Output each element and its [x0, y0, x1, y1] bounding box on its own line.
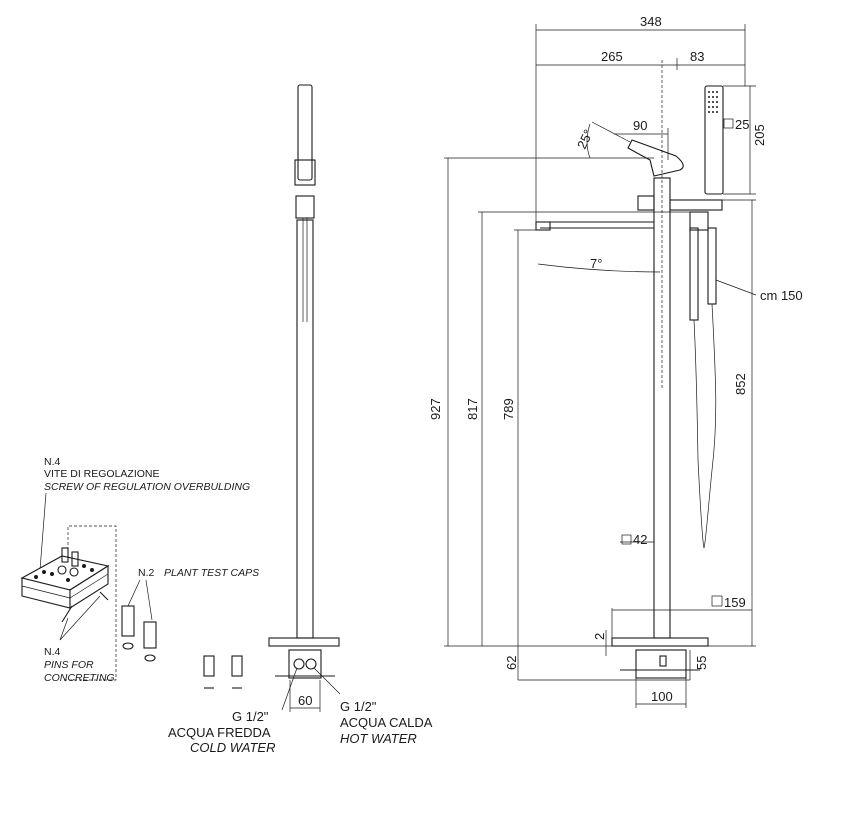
- screw-count: N.4: [44, 456, 61, 468]
- dim-spout-angle: 25°: [574, 127, 596, 151]
- cold-water-label-en: COLD WATER: [190, 740, 275, 755]
- dim-hand-shower-offset: 83: [690, 49, 704, 64]
- screw-label-it: VITE DI REGOLAZIONE: [44, 468, 160, 480]
- side-connector: [295, 195, 315, 219]
- hose: [693, 303, 717, 549]
- side-floor-plate: [268, 637, 340, 647]
- cold-inlet-circle: [293, 658, 305, 670]
- hand-shower: [704, 85, 724, 195]
- dim-spout-tilt: 7°: [590, 256, 602, 271]
- front-concealed-box: [635, 649, 687, 679]
- caps-label: PLANT TEST CAPS: [164, 567, 259, 579]
- hot-inlet-circle: [305, 658, 317, 670]
- dim-height-927: 927: [428, 398, 443, 420]
- shower-arm: [669, 199, 723, 211]
- cold-thread-label: G 1/2": [232, 709, 269, 724]
- dim-total-width: 348: [640, 14, 662, 29]
- dim-box-width-100: 100: [651, 689, 673, 704]
- dim-height-852: 852: [733, 373, 748, 395]
- dim-box-height-55: 55: [694, 656, 709, 670]
- test-cap-1: [121, 605, 135, 637]
- concealed-body-side: [69, 565, 109, 609]
- front-floor-plate: [611, 637, 709, 647]
- dim-hand-shower-section: 25: [735, 117, 749, 132]
- side-concealed-box: [288, 649, 322, 679]
- fitting-2: [231, 655, 243, 677]
- dim-inlet-spacing: 60: [298, 693, 312, 708]
- pins-label-2: CONCRETING: [44, 672, 115, 684]
- dim-base-thickness: 2: [592, 633, 607, 640]
- hot-water-label-en: HOT WATER: [340, 731, 417, 746]
- dim-height-789: 789: [501, 398, 516, 420]
- dim-hose-length: cm 150: [760, 288, 803, 303]
- fitting-1: [203, 655, 215, 677]
- side-column: [296, 219, 314, 639]
- lever-handle: [627, 139, 684, 177]
- dim-base-height-62: 62: [504, 656, 519, 670]
- caps-count: N.2: [138, 567, 155, 579]
- dim-column-section: 42: [633, 532, 647, 547]
- pins-count: N.4: [44, 646, 61, 658]
- side-holder: [294, 159, 316, 186]
- front-view: 348 265 83 90 25° 25 205 7° cm 150 927: [428, 14, 803, 708]
- side-hand-shower: [297, 84, 313, 181]
- diverter: [637, 195, 655, 211]
- pins-label-1: PINS FOR: [44, 659, 94, 671]
- dim-spout-length: 90: [633, 118, 647, 133]
- hot-water-label-it: ACQUA CALDA: [340, 715, 433, 730]
- dim-hand-shower-height: 205: [752, 124, 767, 146]
- side-view: 60 G 1/2" ACQUA FREDDA COLD WATER G 1/2"…: [168, 84, 433, 755]
- hand-shower-nozzles: [708, 91, 718, 113]
- screw-label-en: SCREW OF REGULATION OVERBULDING: [44, 481, 250, 493]
- hose-tube-1: [689, 227, 699, 321]
- accessories-view: N.4 VITE DI REGOLAZIONE SCREW OF REGULAT…: [20, 456, 259, 689]
- hose-tube-2: [707, 227, 717, 305]
- cold-water-label-it: ACQUA FREDDA: [168, 725, 271, 740]
- dim-spout-reach: 265: [601, 49, 623, 64]
- hot-thread-label: G 1/2": [340, 699, 377, 714]
- dim-base-section: 159: [724, 595, 746, 610]
- dim-height-817: 817: [465, 398, 480, 420]
- test-cap-2: [143, 621, 157, 649]
